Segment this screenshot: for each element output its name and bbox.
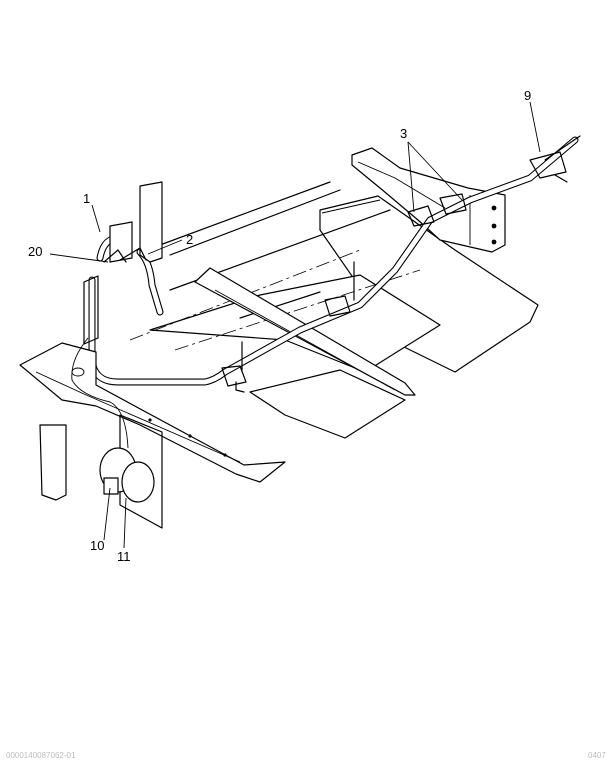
callout-9: 9: [524, 88, 531, 103]
callout-2: 2: [186, 232, 193, 247]
footer-drawing-id: 0000140087062-01: [6, 751, 76, 760]
footer-code: 0407: [588, 751, 606, 760]
rear-floor-panel: [319, 195, 539, 373]
left-side-bracket: [19, 342, 286, 529]
callout-11: 11: [117, 549, 131, 564]
leader-lines: [49, 101, 541, 549]
callout-20: 20: [28, 244, 42, 259]
fuel-pump-unit: [99, 447, 155, 503]
callout-1: 1: [83, 191, 90, 206]
pump-cable: [71, 337, 129, 449]
callout-10: 10: [90, 538, 104, 553]
front-floor-panel: [249, 369, 406, 439]
callout-3: 3: [400, 126, 407, 141]
line-clips: [221, 151, 568, 393]
vertical-bracket: [83, 181, 163, 345]
